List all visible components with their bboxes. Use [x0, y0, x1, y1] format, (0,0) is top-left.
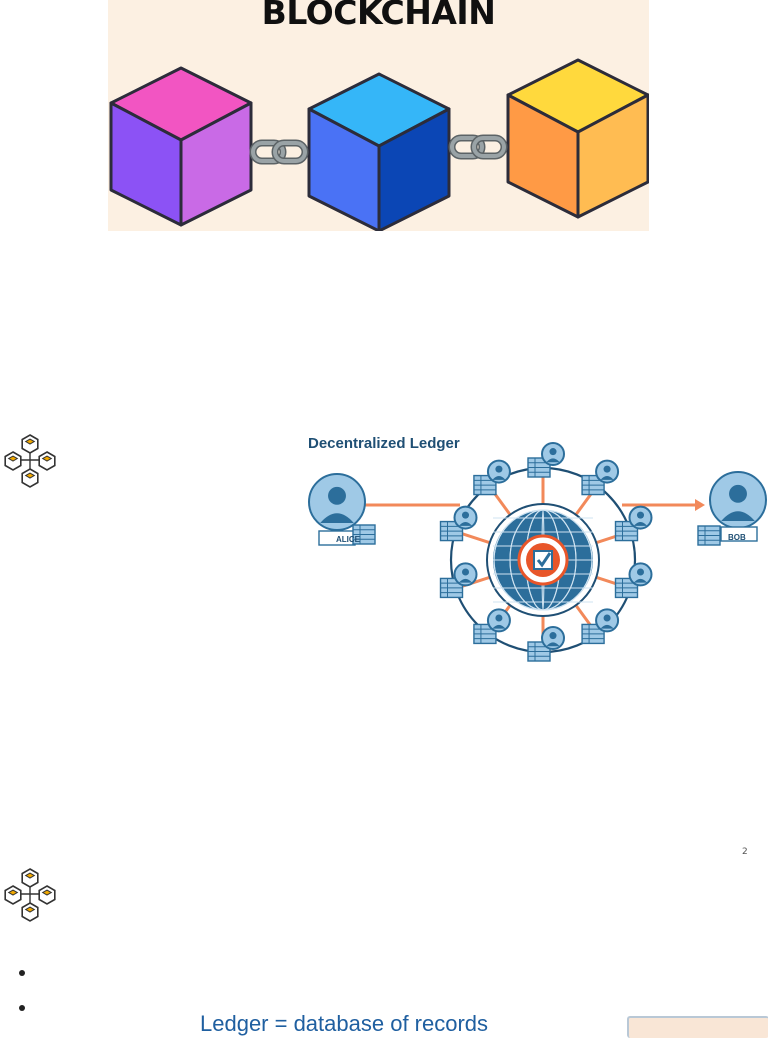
node-ledger-icon [439, 577, 464, 599]
alice-avatar-icon [308, 473, 366, 531]
node-ledger-icon [473, 474, 497, 496]
node-user-icon [453, 562, 478, 587]
yellow-block [506, 58, 649, 219]
alice-label: ALICE [336, 535, 361, 544]
hexagon-cluster-icon [4, 868, 56, 922]
blue-block [307, 72, 451, 231]
ledger-title: Decentralized Ledger [308, 435, 460, 452]
node-user-icon [541, 626, 565, 650]
node-user-icon [628, 562, 653, 587]
bob-avatar-icon [709, 471, 767, 529]
node-user-icon [628, 505, 653, 530]
decentralized-ledger-diagram: ALICE BOB Decentralized Ledger [300, 430, 768, 680]
bob-label: BOB [728, 533, 746, 542]
hexagon-cluster-icon [4, 434, 56, 488]
bob-ledger-icon [697, 525, 721, 546]
banner-title: BLOCKCHAIN [261, 0, 496, 32]
node-user-icon [595, 608, 620, 633]
node-ledger-icon [473, 623, 497, 645]
node-ledger-icon [614, 520, 639, 542]
node-ledger-icon [614, 577, 639, 599]
ledger-network-graphic: ALICE BOB [308, 442, 767, 662]
node-user-icon [453, 505, 478, 530]
chain-link-icon [249, 139, 309, 165]
node-user-icon [486, 459, 511, 484]
node-user-icon [595, 459, 620, 484]
node-user-icon [541, 442, 565, 466]
blockchain-banner: BLOCKCHAIN [108, 0, 649, 231]
cropped-callout-box [627, 1016, 768, 1038]
node-user-icon [486, 608, 511, 633]
node-ledger-icon [527, 457, 551, 478]
ledger-caption: Ledger = database of records [200, 1011, 489, 1036]
chain-link-icon [448, 134, 508, 160]
verified-check-icon [517, 534, 569, 586]
page-number: 2 [742, 847, 748, 857]
alice-ledger-icon [352, 524, 376, 545]
node-ledger-icon [439, 520, 464, 542]
purple-block [109, 66, 253, 227]
bullet-point [19, 970, 25, 976]
bullet-point [19, 1005, 25, 1011]
node-ledger-icon [581, 474, 605, 496]
blockchain-illustration [109, 58, 649, 231]
